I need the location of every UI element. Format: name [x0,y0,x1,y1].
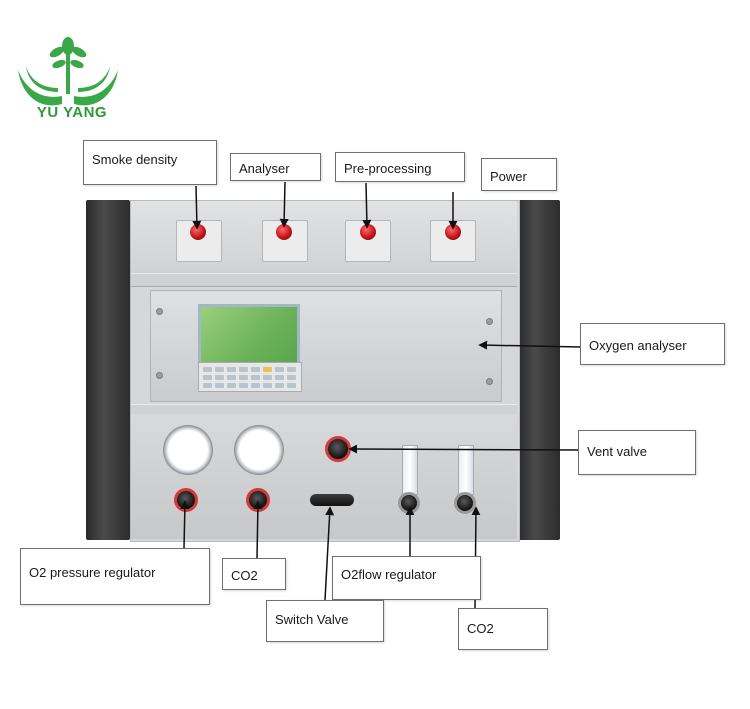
label-co2-left: CO2 [222,558,286,590]
label-switch-valve-text: Switch Valve [275,612,349,627]
analyser-button[interactable] [276,224,292,240]
right-side-frame [518,200,560,540]
label-oxygen-analyser: Oxygen analyser [580,323,725,365]
label-o2-pressure-regulator-text: O2 pressure regulator [29,565,156,580]
label-o2-flow-regulator-text: O2flow regulator [341,567,437,582]
label-smoke-density-text: Smoke density [92,152,178,167]
analyser-display-screen [198,304,300,366]
label-power-text: Power [490,169,527,184]
rack-screw [156,308,163,315]
pressure-gauge-right [234,425,284,475]
top-divider [131,273,517,287]
label-analyser: Analyser [230,153,321,181]
rack-screw [486,318,493,325]
label-pre-processing-text: Pre-processing [344,161,432,176]
analyser-keypad[interactable] [198,362,302,392]
rack-screw [486,378,493,385]
label-smoke-density: Smoke density [83,140,217,185]
label-o2-pressure-regulator: O2 pressure regulator [20,548,210,605]
label-co2-left-text: CO2 [231,568,258,583]
yu-yang-logo-icon [18,37,118,106]
label-o2-flow-regulator: O2flow regulator [332,556,481,600]
label-switch-valve: Switch Valve [266,600,384,642]
co2-flow-regulator-knob[interactable] [454,492,476,514]
switch-valve-handle[interactable] [310,494,354,506]
logo-brand-text: YU YANG [36,104,108,121]
label-vent-valve: Vent valve [578,430,696,475]
label-analyser-text: Analyser [239,161,290,176]
left-side-frame [86,200,130,540]
label-co2-right-text: CO2 [467,621,494,636]
label-power: Power [481,158,557,191]
label-vent-valve-text: Vent valve [587,444,647,459]
rack-screw [156,372,163,379]
label-co2-right: CO2 [458,608,548,650]
label-oxygen-analyser-text: Oxygen analyser [589,338,687,353]
pressure-gauge-left [163,425,213,475]
label-pre-processing: Pre-processing [335,152,465,182]
